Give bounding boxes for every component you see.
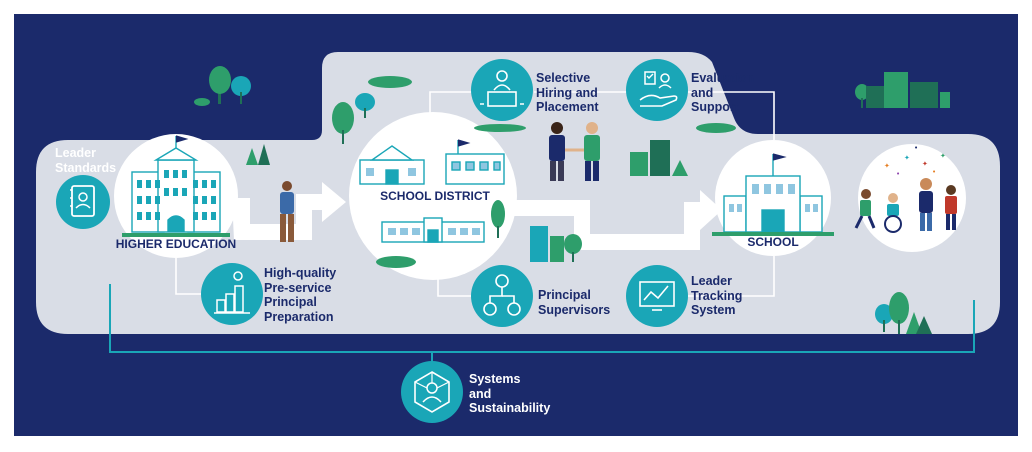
bush-decor — [194, 76, 736, 268]
leader-standards-icon — [56, 175, 110, 229]
label-evaluation-support: Evaluation and Support — [691, 71, 755, 114]
preparation-chart-icon — [201, 263, 263, 325]
label-leader-standards: Leader Standards — [55, 146, 117, 175]
svg-text:✦: ✦ — [922, 160, 928, 168]
hiring-placement-icon — [471, 59, 533, 121]
label-higher-education: HIGHER EDUCATION — [115, 237, 237, 251]
label-systems-sustainability: Systems and Sustainability — [469, 372, 551, 415]
district-building-windows — [366, 168, 480, 235]
university-lawn — [122, 233, 230, 237]
university-windows — [137, 170, 216, 220]
label-preservice-preparation: High-quality Pre-service Principal Prepa… — [264, 266, 337, 324]
label-leader-tracking: Leader Tracking System — [691, 274, 743, 317]
svg-text:•: • — [914, 144, 918, 152]
arrow-district-to-school — [514, 190, 722, 250]
svg-text:•: • — [896, 170, 900, 178]
svg-text:✦: ✦ — [904, 154, 910, 162]
label-principal-supervisors: Principal Supervisors — [538, 288, 611, 317]
label-selective-hiring: Selective Hiring and Placement — [536, 71, 599, 114]
arrow-higher-ed-to-district — [232, 182, 346, 240]
students-group — [854, 178, 957, 233]
label-school: SCHOOL — [747, 235, 799, 249]
svg-text:✦: ✦ — [940, 152, 946, 160]
tree-decor — [209, 66, 932, 334]
district-building-side-icon — [445, 139, 505, 185]
city-blocks-decor — [530, 72, 950, 262]
district-building-lower-icon — [381, 217, 485, 243]
school-windows — [729, 184, 818, 212]
label-school-district: SCHOOL DISTRICT — [380, 189, 490, 203]
handshake-figures — [549, 122, 600, 181]
school-lawn — [712, 232, 834, 236]
systems-sustainability-icon — [401, 361, 463, 423]
pathway-band — [36, 52, 1000, 334]
svg-text:•: • — [932, 168, 936, 176]
confetti: ✦ ✦ ✦ ✦ • • • — [884, 144, 946, 178]
connector-lines — [175, 91, 775, 297]
leader-tracking-icon — [626, 265, 688, 327]
systems-bracket — [109, 284, 975, 353]
svg-text:✦: ✦ — [884, 162, 890, 170]
principal-supervisors-icon — [471, 265, 533, 327]
evaluation-support-icon — [626, 59, 688, 121]
walking-leader-figure — [280, 181, 294, 242]
